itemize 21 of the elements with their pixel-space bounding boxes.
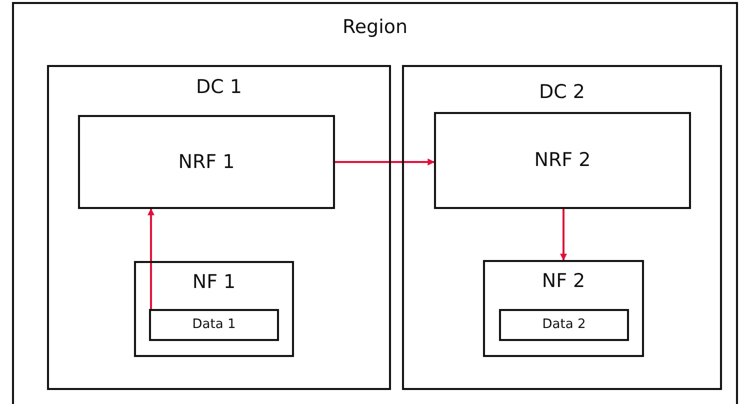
box-label: DC 1 (196, 76, 242, 99)
arrow (148, 208, 154, 309)
function-box (78, 115, 335, 209)
box-label: Data 2 (542, 317, 586, 333)
group-box (134, 261, 294, 357)
arrow (335, 158, 435, 166)
group-box (483, 260, 644, 357)
data-box (499, 309, 629, 341)
box-label: NRF 1 (178, 150, 235, 174)
function-box (434, 112, 691, 209)
box-label: Region (342, 16, 408, 39)
box-label: Data 1 (192, 317, 236, 333)
box-label: NRF 2 (534, 149, 591, 172)
group-box (402, 65, 722, 390)
group-box (47, 65, 391, 390)
box-label: NF 2 (542, 270, 586, 293)
data-box (149, 309, 279, 341)
box-label: DC 2 (538, 81, 586, 104)
box-label: NF 1 (192, 271, 236, 294)
arrow (560, 209, 567, 261)
group-box (12, 2, 738, 404)
